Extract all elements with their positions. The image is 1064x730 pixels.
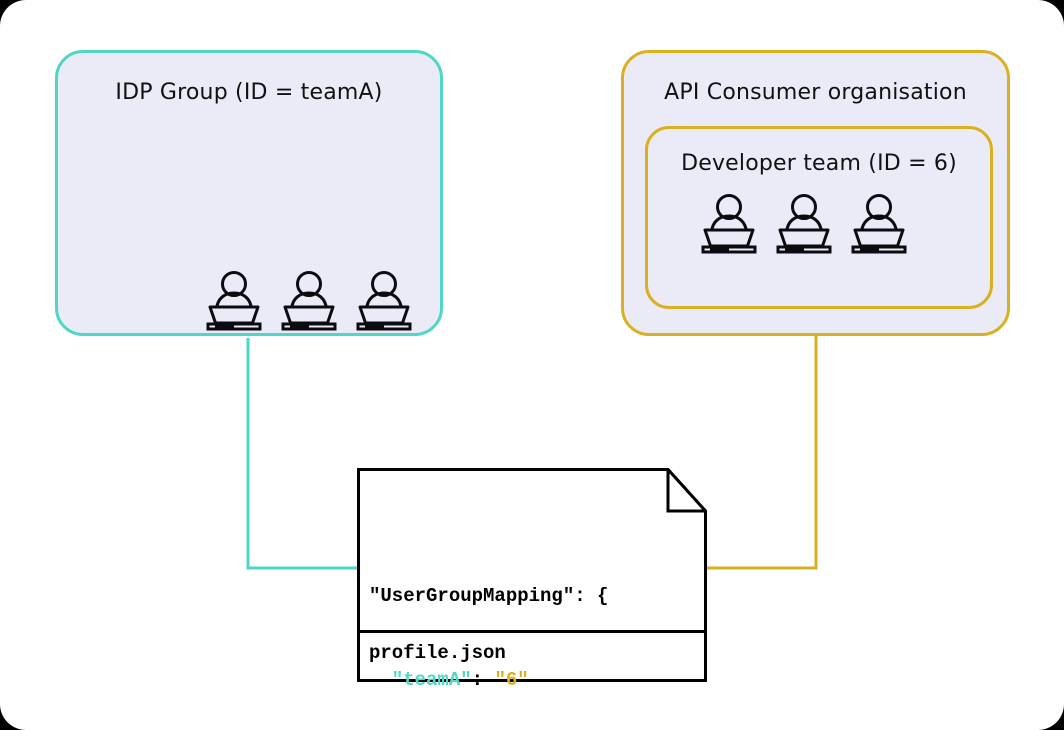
person-at-laptop-icon: [356, 271, 412, 331]
code-token-mapping-key: "teamA": [369, 669, 472, 691]
code-token-colon: :: [471, 669, 495, 691]
person-at-laptop-icon: [851, 194, 907, 254]
code-line-open: "UserGroupMapping": {: [369, 585, 609, 607]
developer-team-people-row: [701, 192, 907, 254]
document-outline: [357, 468, 707, 682]
idp-group-box: IDP Group (ID = teamA): [55, 50, 443, 336]
person-at-laptop-icon: [281, 271, 337, 331]
api-consumer-organisation-box: API Consumer organisation Developer team…: [621, 50, 1010, 336]
document-filename: profile.json: [369, 642, 506, 664]
code-token-mapping-value: "6": [494, 669, 529, 691]
idp-group-people-row: [206, 269, 412, 331]
connector-idp-to-teamA: [246, 338, 392, 570]
idp-group-title: IDP Group (ID = teamA): [115, 80, 383, 105]
code-line-mapping: "teamA": "6": [369, 666, 699, 694]
api-consumer-organisation-title: API Consumer organisation: [664, 80, 967, 105]
person-at-laptop-icon: [701, 194, 757, 254]
profile-json-document: "UserGroupMapping": { "teamA": "6" } pro…: [357, 468, 707, 691]
person-at-laptop-icon: [776, 194, 832, 254]
developer-team-box: Developer team (ID = 6): [645, 126, 993, 309]
document-code-block: "UserGroupMapping": { "teamA": "6" }: [369, 526, 699, 730]
person-at-laptop-icon: [206, 271, 262, 331]
developer-team-title: Developer team (ID = 6): [681, 151, 957, 176]
